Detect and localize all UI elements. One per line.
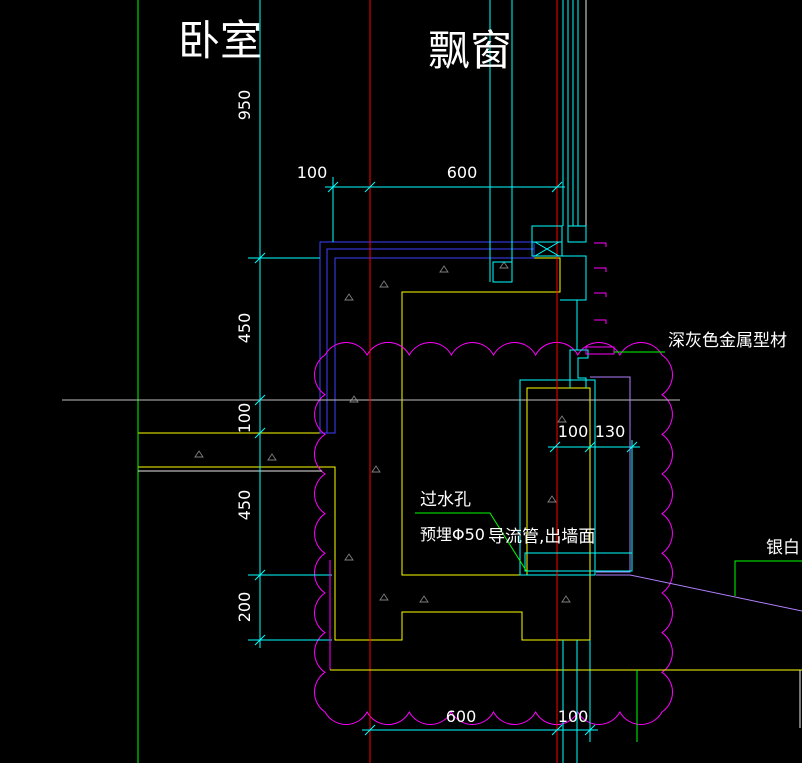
- frame-lower-profile: [560, 255, 587, 301]
- dim-text-top-600: 600: [447, 163, 478, 182]
- aggregate-mark: [344, 293, 354, 301]
- aggregate-mark: [267, 453, 277, 461]
- dim-tick: [584, 441, 596, 453]
- dim-text-top-100: 100: [297, 163, 328, 182]
- dim-tick: [364, 724, 376, 736]
- aggregate-mark: [561, 595, 571, 603]
- window-glass-middle: [489, 0, 513, 283]
- drip-mark: [594, 242, 607, 247]
- dim-tick: [626, 441, 638, 453]
- bay-window-label: 飘窗: [428, 26, 512, 75]
- revision-cloud: [313, 342, 674, 725]
- dim-tick: [254, 427, 266, 439]
- top-dimension: [325, 177, 565, 242]
- aggregate-mark: [344, 553, 354, 561]
- outer-slope-line: [596, 574, 802, 612]
- room-label: 卧室: [178, 16, 262, 65]
- drain-hole-label: 过水孔: [420, 490, 471, 510]
- frame-cross: [534, 241, 560, 257]
- aggregate-mark: [557, 415, 567, 423]
- dim-text-bottom-600: 600: [446, 707, 477, 726]
- dim-text-left-200: 200: [235, 592, 254, 623]
- drain-hole-leader: [415, 512, 528, 573]
- drain-pipe: [524, 552, 633, 572]
- insulation-inner-line: [326, 248, 534, 433]
- drain-pipe-label: 导流管,出墙面: [488, 527, 595, 547]
- silver-white-leader: [734, 560, 802, 596]
- dim-text-left-450-top: 450: [235, 313, 254, 344]
- aggregate-mark: [499, 261, 509, 269]
- aggregate-mark: [371, 465, 381, 473]
- aggregate-mark: [439, 265, 449, 273]
- drip-mark: [594, 292, 607, 297]
- right-dimension: [548, 440, 640, 553]
- silver-white-label: 银白: [766, 538, 800, 558]
- dim-text-left-450-bottom: 450: [235, 490, 254, 521]
- left-dimension: [248, 0, 332, 648]
- metal-profile-section: [569, 349, 589, 388]
- drip-mark: [594, 319, 607, 324]
- dim-text-left-100: 100: [235, 403, 254, 434]
- dim-tick: [364, 181, 376, 193]
- bottom-dimension: [362, 640, 598, 742]
- dim-text-right-130: 130: [595, 422, 626, 441]
- aggregate-mark: [194, 450, 204, 458]
- embedded-pipe-label: 预埋Φ50: [420, 525, 485, 544]
- aggregate-mark: [419, 595, 429, 603]
- concrete-aggregate-marks: [194, 261, 571, 603]
- dim-tick: [254, 394, 266, 406]
- dim-tick: [584, 724, 596, 736]
- dim-tick: [549, 441, 561, 453]
- metal-profile-cap: [585, 346, 615, 355]
- aggregate-mark: [379, 593, 389, 601]
- dim-tick: [327, 181, 339, 193]
- dim-tick: [551, 724, 563, 736]
- window-frame-right: [531, 0, 607, 350]
- frame-small-box: [567, 225, 587, 243]
- outer-finish-line: [590, 376, 631, 573]
- metal-profile: [569, 346, 665, 388]
- frame-sill-box: [531, 225, 563, 257]
- aggregate-mark: [547, 495, 557, 503]
- dim-tick: [551, 181, 563, 193]
- dim-text-left-950: 950: [235, 90, 254, 121]
- dim-text-bottom-100: 100: [558, 707, 589, 726]
- dim-text-right-100: 100: [558, 422, 589, 441]
- aggregate-mark: [379, 280, 389, 288]
- glass-frame-foot: [492, 261, 513, 283]
- metal-profile-label: 深灰色金属型材: [668, 331, 787, 351]
- aggregate-mark: [349, 395, 359, 403]
- drip-mark: [594, 267, 607, 272]
